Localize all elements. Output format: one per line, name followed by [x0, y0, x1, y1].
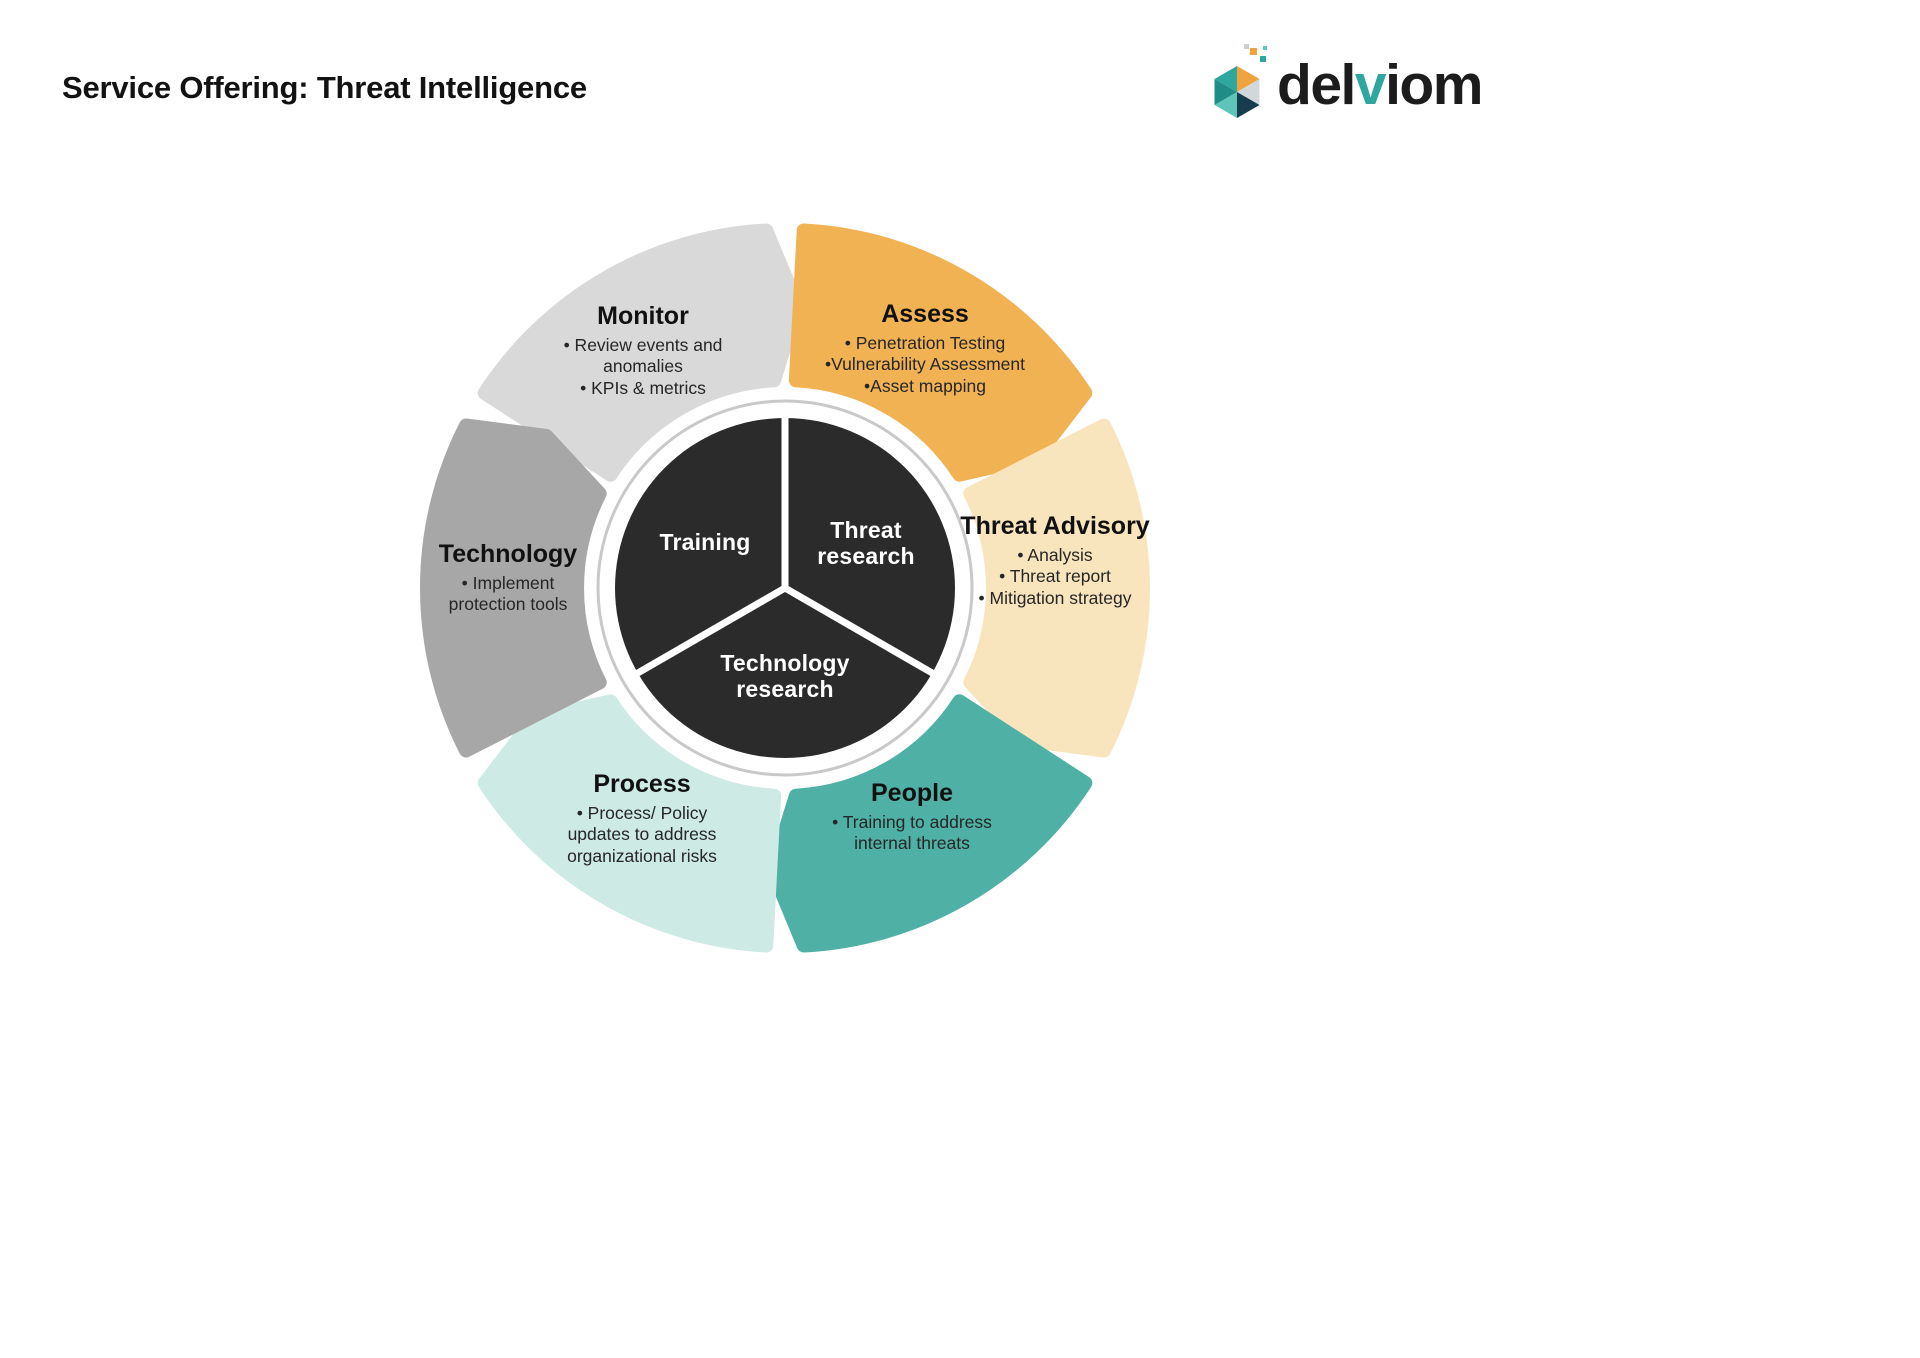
delviom-logo: delviom — [1200, 44, 1483, 126]
segment-monitor-title: Monitor — [597, 302, 689, 330]
center-ring — [596, 399, 974, 777]
delviom-logo-text: delviom — [1277, 56, 1483, 114]
petal-technology — [419, 418, 607, 758]
segment-process-title: Process — [593, 770, 691, 798]
delviom-logo-icon — [1214, 44, 1267, 118]
center-label-technology-research: Technology research — [720, 650, 850, 702]
segment-technology-bullets: • Implement protection tools — [438, 573, 578, 616]
center-label-training: Training — [659, 529, 751, 555]
bullet: • Analysis — [1017, 545, 1093, 565]
bullet: • Review events and anomalies — [563, 335, 723, 377]
segment-people: People • Training to address internal th… — [800, 779, 1024, 855]
segment-monitor-bullets: • Review events and anomalies • KPIs & m… — [543, 335, 743, 399]
segment-threat-advisory-title: Threat Advisory — [960, 512, 1150, 540]
center-label-threat-research: Threat research — [817, 517, 915, 569]
bullet: • Mitigation strategy — [978, 587, 1132, 608]
bullet: • Penetration Testing — [844, 333, 1006, 353]
petal-monitor — [477, 223, 805, 482]
page-title: Service Offering: Threat Intelligence — [62, 70, 587, 105]
segment-process: Process • Process/ Policy updates to add… — [531, 770, 753, 867]
bullet: • Implement protection tools — [448, 573, 568, 615]
segment-process-bullets: • Process/ Policy updates to address org… — [554, 803, 730, 867]
segment-technology-title: Technology — [438, 540, 578, 568]
segment-technology: Technology • Implement protection tools — [397, 540, 619, 616]
center-divider-left — [635, 584, 787, 677]
segment-assess-bullets: • Penetration Testing •Vulnerability Ass… — [795, 333, 1055, 397]
logo-text-v: v — [1354, 52, 1387, 117]
logo-text-iom: iom — [1385, 52, 1483, 117]
segment-people-title: People — [871, 779, 953, 807]
bullet: •Vulnerability Assessment — [824, 354, 1025, 375]
bullet: •Asset mapping — [864, 375, 986, 396]
petal-threat-advisory — [963, 418, 1151, 758]
petal-assess — [788, 223, 1093, 482]
segment-monitor: Monitor • Review events and anomalies • … — [518, 302, 768, 399]
bullet: • KPIs & metrics — [580, 377, 706, 398]
bullet: • Training to address internal threats — [832, 812, 992, 854]
petal-people — [765, 694, 1093, 953]
segment-threat-advisory-bullets: • Analysis • Threat report • Mitigation … — [945, 545, 1165, 609]
segment-people-bullets: • Training to address internal threats — [820, 812, 1005, 855]
petal-process — [477, 694, 782, 953]
segment-threat-advisory: Threat Advisory • Analysis • Threat repo… — [945, 512, 1165, 609]
segment-assess: Assess • Penetration Testing •Vulnerabil… — [795, 300, 1055, 397]
bullet: • Process/ Policy updates to address org… — [567, 803, 717, 866]
center-divider-right — [783, 584, 935, 677]
segment-assess-title: Assess — [881, 300, 969, 328]
logo-text-del: del — [1277, 52, 1356, 117]
bullet: • Threat report — [999, 566, 1111, 587]
